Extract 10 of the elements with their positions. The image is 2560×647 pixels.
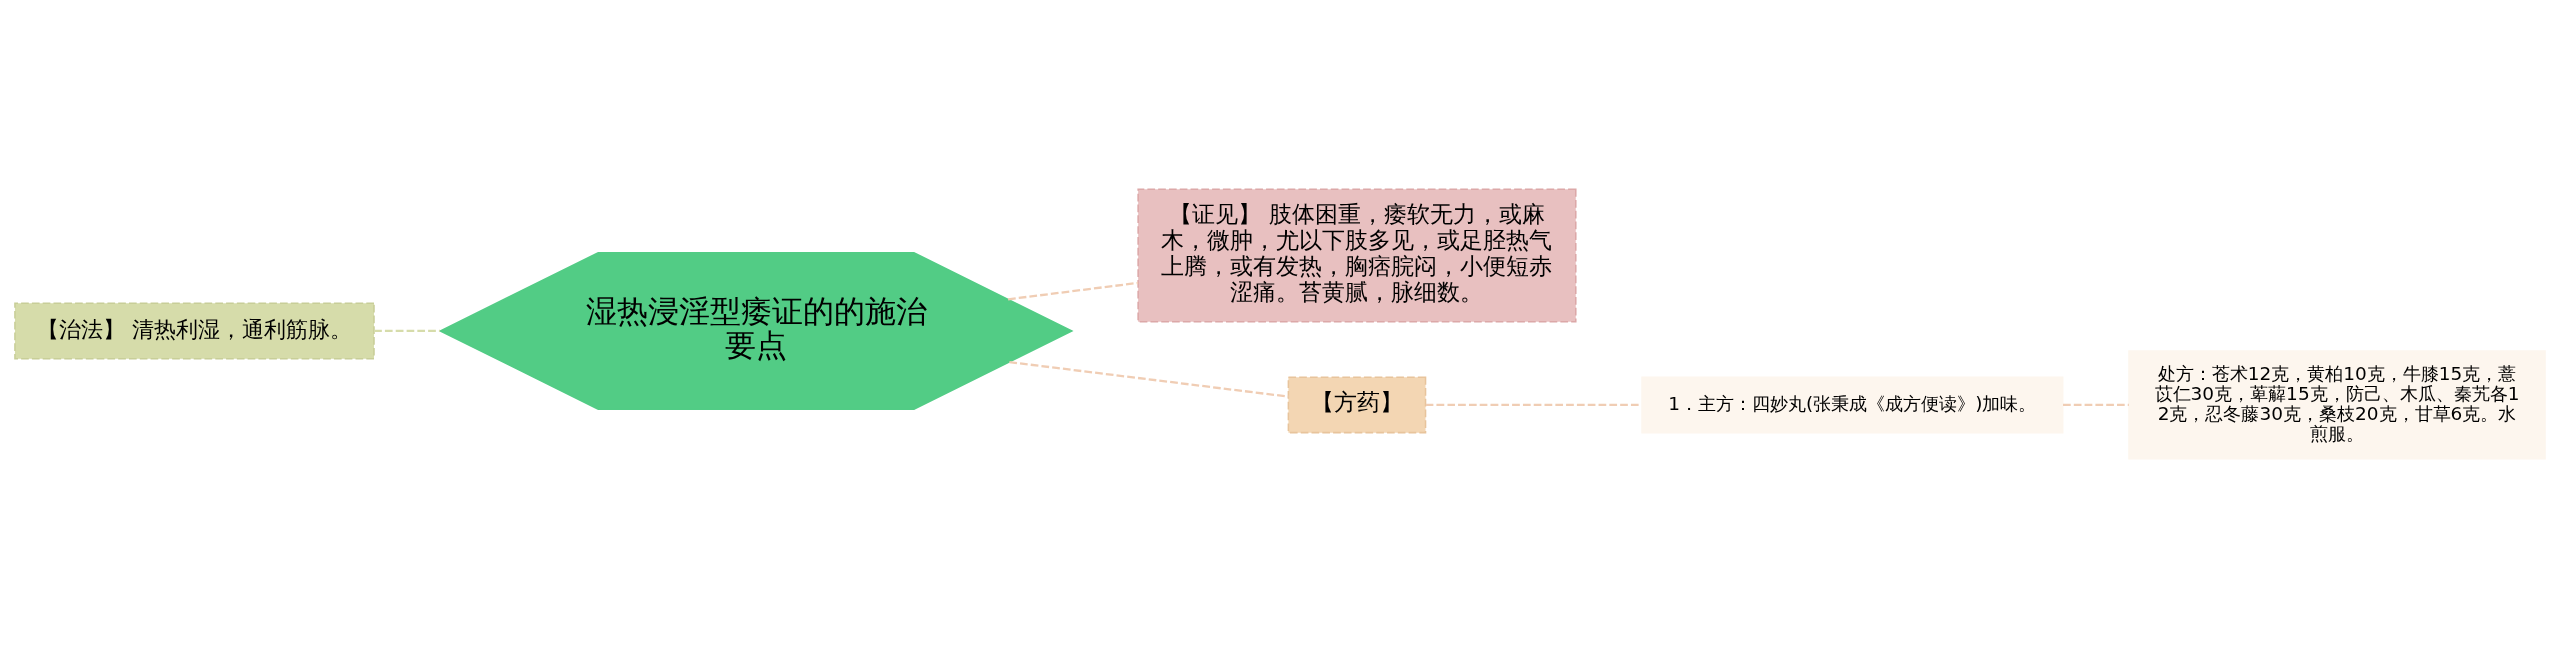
connector [1425, 403, 1642, 406]
connector [1007, 281, 1139, 300]
node-box: 处方：苍术12克，黄柏10克，牛膝15克，薏苡仁30克，萆薢15克，防己、木瓜、秦艽各12克，忍冬藤30克，桑枝20克，甘草6克。水煎服。 [2128, 349, 2546, 460]
node-box: 【治法】 清热利湿，通利筋脉。 [14, 301, 375, 359]
node-box: 【证见】 肢体困重，痿软无力，或麻木，微肿，尤以下肢多见，或足胫热气上腾，或有发热，胸痞脘闷，小便短赤涩痛。苔黄腻，脉细数。 [1137, 187, 1577, 322]
connector [374, 329, 441, 332]
connector [1009, 360, 1289, 398]
node-box: 【方药】 [1287, 375, 1427, 433]
connector [2063, 403, 2129, 406]
node-box: 1．主方：四妙丸(张秉成《成方便读》)加味。 [1641, 375, 2064, 433]
